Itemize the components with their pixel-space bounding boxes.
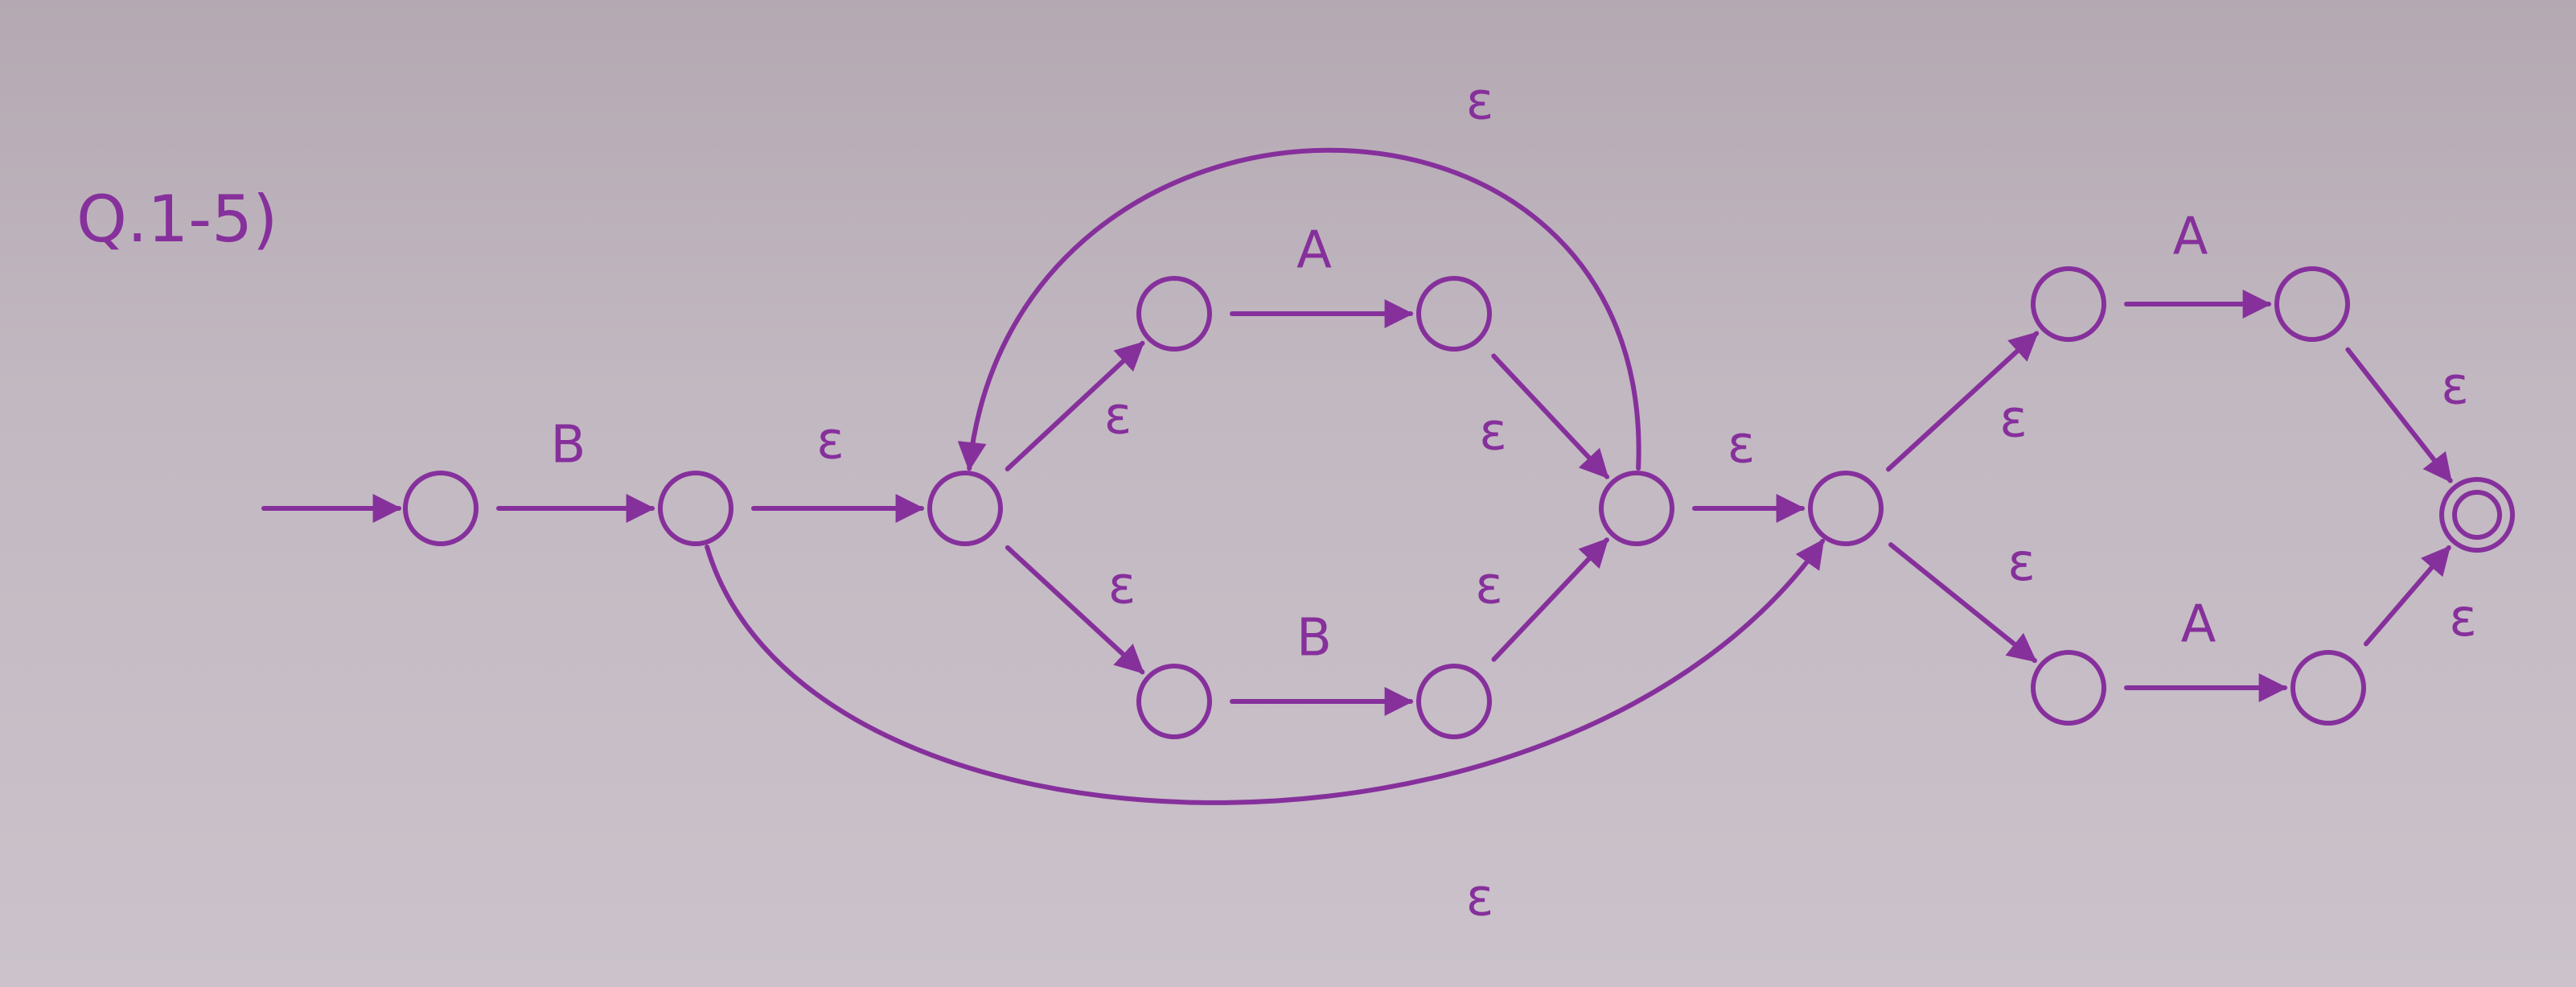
question-label: Q.1-5) [76,182,277,257]
transition-s13-s14-arrow [2363,545,2451,647]
accepting-state-s14 [2439,477,2515,553]
transition-s2-s9-curve [705,538,1826,805]
transition-label-a-s4-s5: A [1296,221,1332,281]
transition-label-epsilon-s9-s10: ε [1999,390,2028,450]
state-circle [2439,477,2515,553]
state-circle [2031,266,2106,342]
state-s12 [2031,650,2106,726]
transition-s3-s4-arrow [1005,340,1145,471]
state-s6 [1136,664,1212,739]
transition-label-epsilon-s5-s8: ε [1479,403,1507,463]
transition-label-b-s6-s7: B [1296,609,1332,668]
transition-label-epsilon-s8-s3: ε [1466,72,1494,132]
state-circle [1136,276,1212,352]
states [403,266,2515,739]
transition-label-epsilon-s8-s9: ε [1728,416,1756,475]
accepting-inner-circle [2452,490,2502,540]
state-s8 [1599,471,1674,546]
state-s5 [1416,276,1492,352]
state-s9 [1808,471,1884,546]
transition-label-b-s1-s2: B [551,416,586,475]
state-circle [2290,650,2366,726]
transition-label-epsilon-s9-s12: ε [2007,533,2036,593]
state-circle [1136,664,1212,739]
state-s4 [1136,276,1212,352]
transition-label-a-s10-s11: A [2173,208,2208,267]
transitions [261,147,2453,805]
transition-s11-s14-arrow [2345,347,2453,483]
state-s3 [927,471,1003,546]
transition-s5-s8-arrow [1491,353,1610,479]
transition-s8-s3-curve [957,147,1641,471]
transition-s9-s12-arrow [1888,542,2037,664]
state-circle [1808,471,1884,546]
state-s1 [403,471,479,546]
transition-s9-s10-arrow [1886,331,2040,472]
state-circle [1416,276,1492,352]
state-s11 [2274,266,2350,342]
transition-label-epsilon-s2-s3: ε [816,412,844,471]
state-s2 [658,471,733,546]
transition-label-epsilon-s13-s14: ε [2449,589,2477,648]
state-s7 [1416,664,1492,739]
transition-label-epsilon-s3-s4: ε [1104,387,1132,446]
transition-label-epsilon-s7-s8: ε [1475,557,1503,616]
state-circle [403,471,479,546]
state-circle [658,471,733,546]
transition-label-epsilon-s2-s9: ε [1466,869,1494,928]
state-s13 [2290,650,2366,726]
state-circle [2031,650,2106,726]
state-circle [927,471,1003,546]
transition-label-epsilon-s3-s6: ε [1108,557,1136,616]
transition-s7-s8-arrow [1491,537,1609,662]
state-circle [2274,266,2350,342]
state-circle [1599,471,1674,546]
state-s10 [2031,266,2106,342]
state-circle [1416,664,1492,739]
transition-label-a-s12-s13: A [2181,595,2217,655]
transition-label-epsilon-s11-s14: ε [2441,357,2469,417]
transition-s3-s6-arrow [1005,545,1145,675]
